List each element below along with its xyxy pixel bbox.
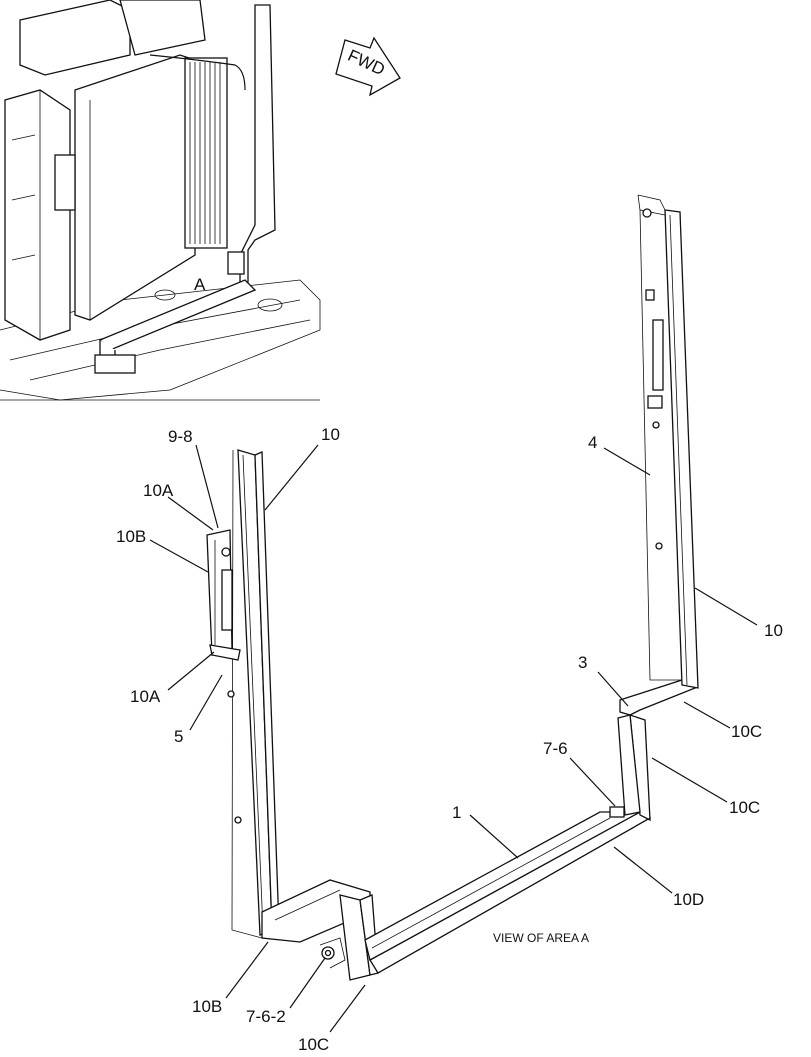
callout-10a-top: 10A bbox=[143, 481, 174, 500]
inset-overview bbox=[0, 0, 321, 401]
callout-10b-bottom: 10B bbox=[192, 997, 222, 1016]
view-caption: VIEW OF AREA A bbox=[493, 931, 589, 945]
fwd-arrow-icon bbox=[335, 36, 401, 97]
callout-7-6: 7-6 bbox=[543, 739, 568, 758]
callout-3: 3 bbox=[578, 653, 587, 672]
callout-10c-bottom: 10C bbox=[298, 1035, 329, 1054]
callout-10-right: 10 bbox=[764, 621, 783, 640]
callout-10d: 10D bbox=[673, 890, 704, 909]
leader-lines bbox=[149, 444, 758, 1033]
callout-7-6-2: 7-6-2 bbox=[246, 1007, 286, 1026]
callout-4: 4 bbox=[588, 433, 597, 452]
callout-10c-right-lower: 10C bbox=[729, 798, 760, 817]
callout-9-8: 9-8 bbox=[168, 427, 193, 446]
callout-1: 1 bbox=[452, 803, 461, 822]
callout-10b-top: 10B bbox=[116, 527, 146, 546]
bracket-assembly bbox=[206, 194, 699, 981]
callout-10c-right-upper: 10C bbox=[731, 722, 762, 741]
callout-10-top: 10 bbox=[321, 425, 340, 444]
callout-10a-bottom: 10A bbox=[130, 687, 161, 706]
callout-5: 5 bbox=[174, 727, 183, 746]
area-a-marker: A bbox=[194, 275, 206, 294]
